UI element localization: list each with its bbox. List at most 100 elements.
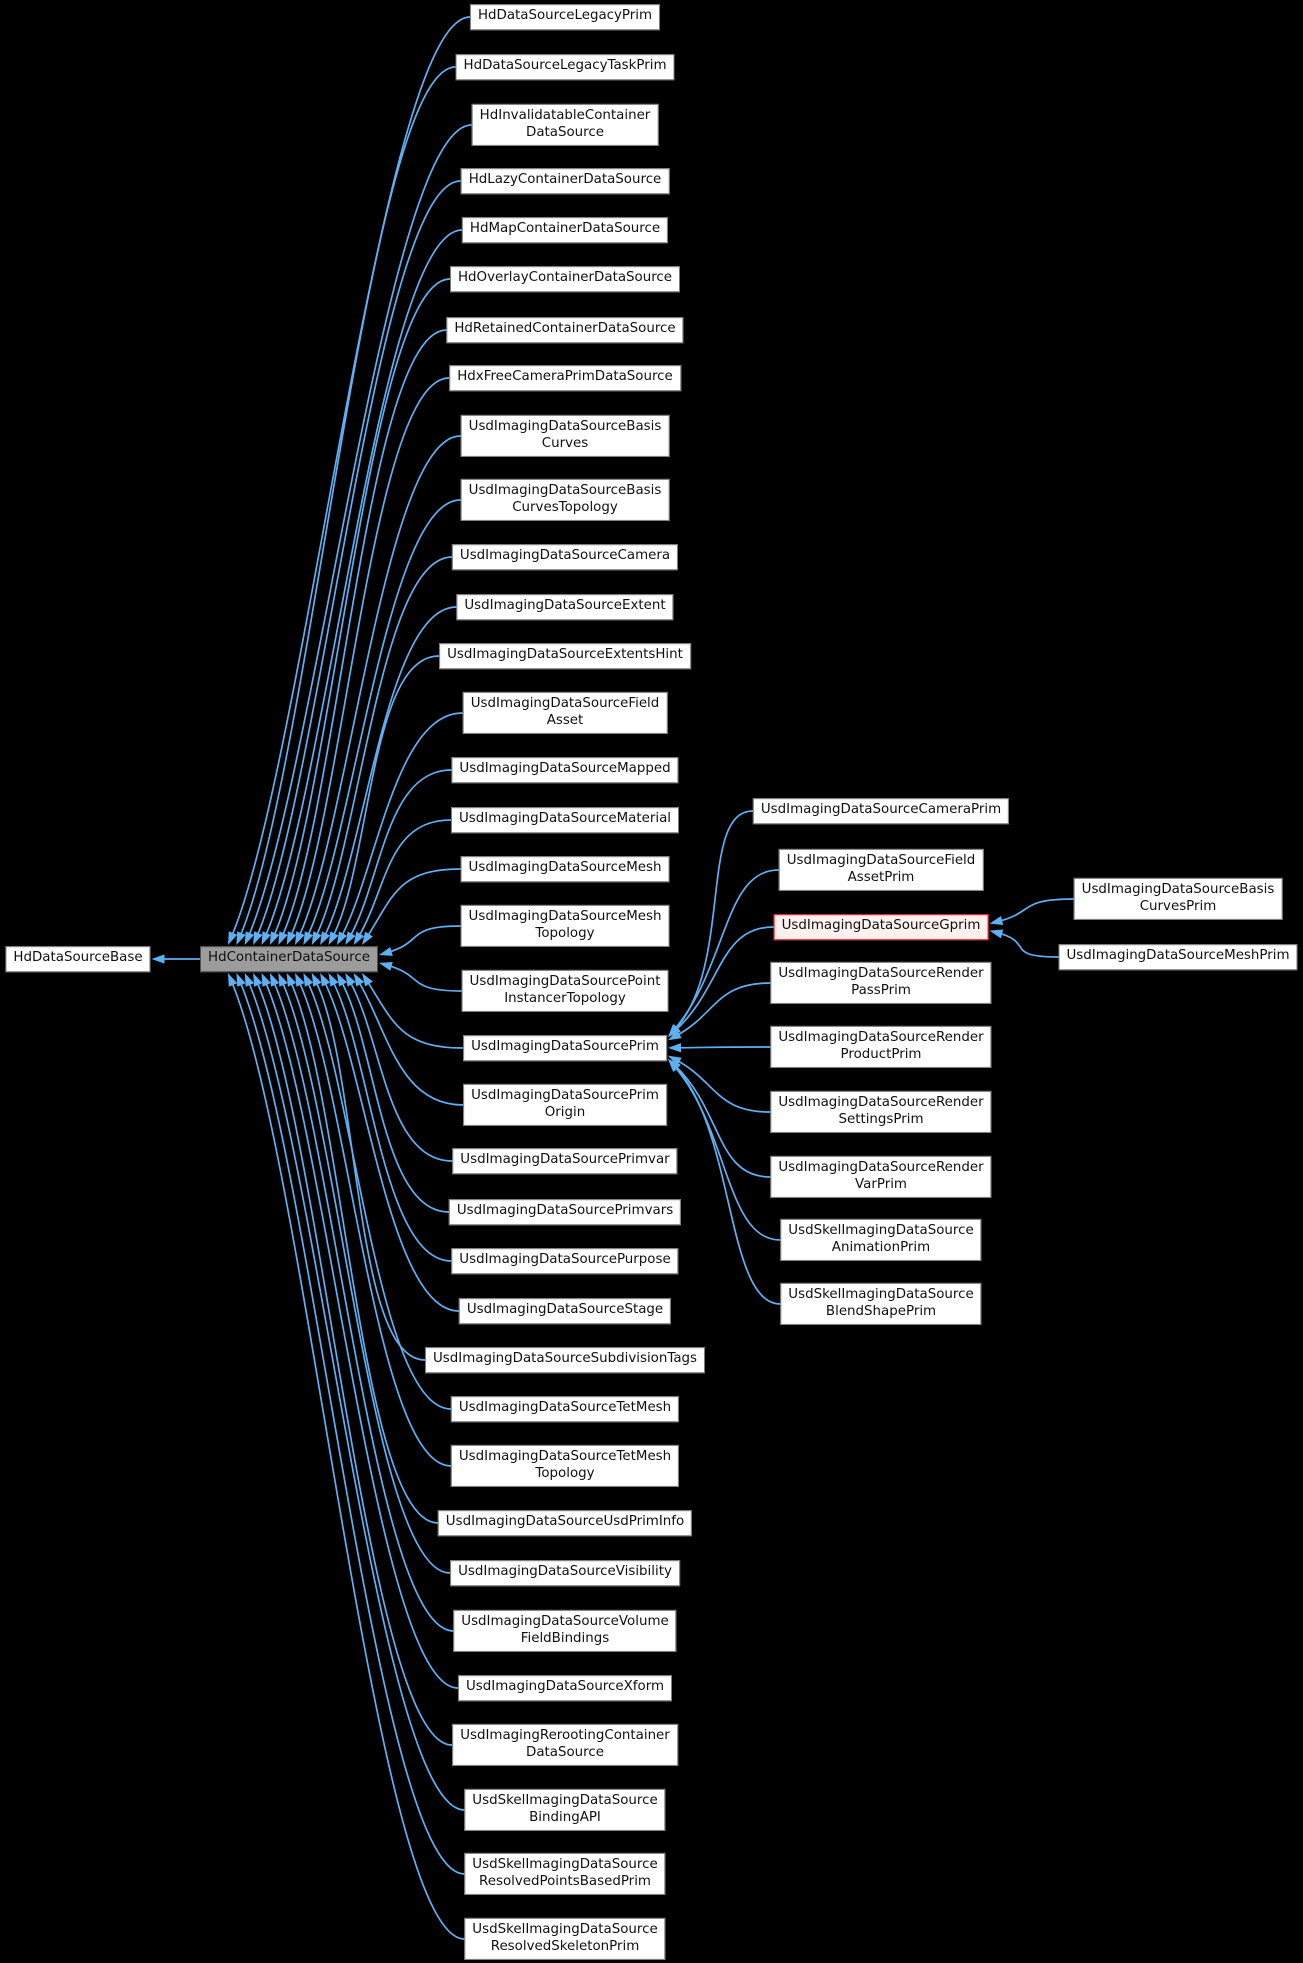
inheritance-arrowhead: [345, 973, 356, 987]
inheritance-edge: [314, 980, 426, 1361]
inheritance-edge: [247, 124, 472, 938]
inheritance-edge: [673, 810, 754, 1032]
inheritance-edge: [387, 925, 461, 954]
class-node-hdmapcontainerdatasource[interactable]: HdMapContainerDataSource: [461, 217, 669, 243]
class-node-usdimagingdatasourcemesh[interactable]: UsdImagingDataSourceMesh: [460, 856, 670, 882]
inheritance-edge: [281, 329, 447, 938]
class-node-usdimagingdatasourcetetmesh[interactable]: UsdImagingDataSourceTetMesh: [450, 1396, 680, 1422]
inheritance-edge: [230, 980, 465, 1940]
class-node-usdskelimagingdatasourcebindingapi[interactable]: UsdSkelImagingDataSource BindingAPI: [464, 1788, 666, 1832]
class-node-usdimagingdatasourceprim[interactable]: UsdImagingDataSourcePrim: [463, 1035, 667, 1061]
inheritance-edge: [323, 606, 457, 938]
inheritance-edge: [272, 980, 454, 1632]
class-node-usdimagingdatasourceextentshint[interactable]: UsdImagingDataSourceExtentsHint: [439, 643, 691, 669]
class-node-hdxfreecameraprimdatasource[interactable]: HdxFreeCameraPrimDataSource: [449, 365, 681, 391]
inheritance-edge: [323, 980, 460, 1312]
inheritance-edge: [306, 499, 461, 938]
class-node-usdimagingdatasourceprimorigin[interactable]: UsdImagingDataSourcePrim Origin: [463, 1083, 667, 1127]
inheritance-arrowhead: [989, 929, 1004, 939]
class-node-usdimagingdatasourceusdpriminfo[interactable]: UsdImagingDataSourceUsdPrimInfo: [437, 1510, 693, 1536]
inheritance-edge: [298, 435, 461, 938]
class-node-usdimagingdatasourcefieldasset[interactable]: UsdImagingDataSourceField Asset: [462, 691, 668, 735]
class-node-usdimagingdatasourcefieldassetprim[interactable]: UsdImagingDataSourceField AssetPrim: [778, 848, 984, 892]
inheritance-edge: [264, 229, 463, 938]
class-node-hdlazycontainerdatasource[interactable]: HdLazyContainerDataSource: [460, 168, 670, 194]
class-node-usdimagingdatasourcecameraprim[interactable]: UsdImagingDataSourceCameraPrim: [752, 798, 1010, 824]
inheritance-edge: [331, 655, 440, 938]
class-node-usdimagingdatasourcerenderproductprim[interactable]: UsdImagingDataSourceRender ProductPrim: [770, 1025, 992, 1069]
inheritance-edge: [998, 898, 1074, 923]
inheritance-arrowhead: [668, 1024, 681, 1037]
inheritance-edge: [674, 926, 774, 1032]
inheritance-arrowhead: [286, 931, 297, 945]
inheritance-edge: [255, 180, 461, 938]
class-node-usdskelimagingdatasourceresolvedpointsbasedprim[interactable]: UsdSkelImagingDataSource ResolvedPointsB…: [464, 1852, 666, 1896]
class-node-usdskelimagingdatasourceanimationprim[interactable]: UsdSkelImagingDataSource AnimationPrim: [780, 1218, 982, 1262]
inheritance-arrowhead: [668, 1030, 682, 1041]
class-node-usdimagingdatasourcerendervarprim[interactable]: UsdImagingDataSourceRender VarPrim: [770, 1155, 992, 1199]
class-node-hddatasourcelegacyprim[interactable]: HdDataSourceLegacyPrim: [469, 4, 661, 30]
inheritance-arrowhead: [320, 973, 331, 987]
class-node-usdimagingdatasourcerenderpassprim[interactable]: UsdImagingDataSourceRender PassPrim: [770, 961, 992, 1005]
class-node-usdimagingdatasourcemeshtopology[interactable]: UsdImagingDataSourceMesh Topology: [460, 904, 670, 948]
class-node-usdimagingdatasourcemapped[interactable]: UsdImagingDataSourceMapped: [451, 757, 679, 783]
inheritance-arrowhead: [151, 954, 165, 964]
class-node-usdimagingdatasourcebasiscurvestopology[interactable]: UsdImagingDataSourceBasis CurvesTopology: [460, 478, 670, 522]
class-node-usdimagingdatasourcevisibility[interactable]: UsdImagingDataSourceVisibility: [450, 1560, 680, 1586]
class-node-usdimagingdatasourcestage[interactable]: UsdImagingDataSourceStage: [458, 1298, 672, 1324]
class-node-usdimagingdatasourceextent[interactable]: UsdImagingDataSourceExtent: [456, 594, 674, 620]
class-node-usdimagingdatasourcevolumefieldbindings[interactable]: UsdImagingDataSourceVolume FieldBindings: [453, 1609, 677, 1653]
inheritance-arrowhead: [278, 931, 288, 945]
class-node-usdimagingdatasourcexform[interactable]: UsdImagingDataSourceXform: [457, 1675, 673, 1701]
class-node-usdskelimagingdatasourceblendshapeprim[interactable]: UsdSkelImagingDataSource BlendShapePrim: [780, 1282, 982, 1326]
inheritance-arrowhead: [320, 931, 331, 945]
class-node-usdimagingdatasourcegprim[interactable]: UsdImagingDataSourceGprim: [773, 914, 989, 940]
inheritance-edge: [306, 980, 452, 1410]
inheritance-arrowhead: [295, 973, 305, 987]
inheritance-edge: [357, 819, 452, 938]
inheritance-edge: [289, 980, 439, 1524]
class-node-usdimagingdatasourceprimvars[interactable]: UsdImagingDataSourcePrimvars: [448, 1199, 682, 1225]
inheritance-arrowhead: [261, 973, 271, 987]
class-node-usdimagingdatasourcesubdivisiontags[interactable]: UsdImagingDataSourceSubdivisionTags: [424, 1347, 706, 1373]
inheritance-edge: [264, 980, 459, 1689]
class-node-hdoverlaycontainerdatasource[interactable]: HdOverlayContainerDataSource: [449, 266, 681, 292]
class-node-usdimagingdatasourcepurpose[interactable]: UsdImagingDataSourcePurpose: [451, 1248, 679, 1274]
class-node-usdimagingdatasourcemeshprim[interactable]: UsdImagingDataSourceMeshPrim: [1058, 944, 1298, 970]
class-node-usdimagingdatasourcebasiscurves[interactable]: UsdImagingDataSourceBasis Curves: [460, 414, 670, 458]
inheritance-arrowhead: [236, 931, 246, 945]
class-node-hddatasourcebase[interactable]: HdDataSourceBase: [5, 946, 151, 972]
class-node-usdimagingdatasourcematerial[interactable]: UsdImagingDataSourceMaterial: [450, 807, 680, 833]
inheritance-edge: [247, 980, 465, 1811]
inheritance-edge: [673, 869, 779, 1031]
class-node-hdinvalidatablecontainerdatasource[interactable]: HdInvalidatableContainer DataSource: [471, 103, 659, 147]
class-node-usdimagingdatasourcepointinstancertopology[interactable]: UsdImagingDataSourcePoint InstancerTopol…: [461, 969, 669, 1013]
class-node-hdretainedcontainerdatasource[interactable]: HdRetainedContainerDataSource: [446, 317, 684, 343]
class-node-usdimagingdatasourcerendersettingsprim[interactable]: UsdImagingDataSourceRender SettingsPrim: [770, 1090, 992, 1134]
inheritance-arrowhead: [253, 973, 263, 987]
inheritance-arrowhead: [336, 931, 348, 945]
inheritance-arrowhead: [303, 973, 314, 987]
inheritance-edge: [997, 932, 1059, 958]
inheritance-edge: [348, 769, 452, 938]
inheritance-arrowhead: [328, 931, 339, 945]
inheritance-arrowhead: [278, 973, 288, 987]
inheritance-edge: [366, 980, 464, 1049]
class-node-usdimagingdatasourceprimvar[interactable]: UsdImagingDataSourcePrimvar: [452, 1148, 678, 1174]
inheritance-arrowhead: [668, 1043, 682, 1053]
inheritance-arrowhead: [336, 973, 348, 987]
class-node-hddatasourcelegacytaskprim[interactable]: HdDataSourceLegacyTaskPrim: [455, 54, 675, 80]
inheritance-edge: [239, 66, 456, 938]
inheritance-edge: [675, 982, 771, 1037]
inheritance-arrowhead: [286, 973, 297, 987]
class-node-usdimagingdatasourcecamera[interactable]: UsdImagingDataSourceCamera: [451, 544, 679, 570]
inheritance-edge: [298, 980, 452, 1467]
class-node-usdimagingdatasourcetetmeshtopology[interactable]: UsdImagingDataSourceTetMesh Topology: [450, 1444, 680, 1488]
inheritance-arrowhead: [362, 931, 373, 945]
class-node-usdskelimagingdatasourceresolvedskeletonprim[interactable]: UsdSkelImagingDataSource ResolvedSkeleto…: [464, 1917, 666, 1961]
inheritance-arrowhead: [379, 946, 393, 956]
class-node-usdimagingdatasourcebasiscurvesprim[interactable]: UsdImagingDataSourceBasis CurvesPrim: [1073, 877, 1283, 921]
inheritance-arrowhead: [295, 931, 305, 945]
class-node-usdimagingrerootingcontainerdatasource[interactable]: UsdImagingRerootingContainer DataSource: [452, 1723, 678, 1767]
